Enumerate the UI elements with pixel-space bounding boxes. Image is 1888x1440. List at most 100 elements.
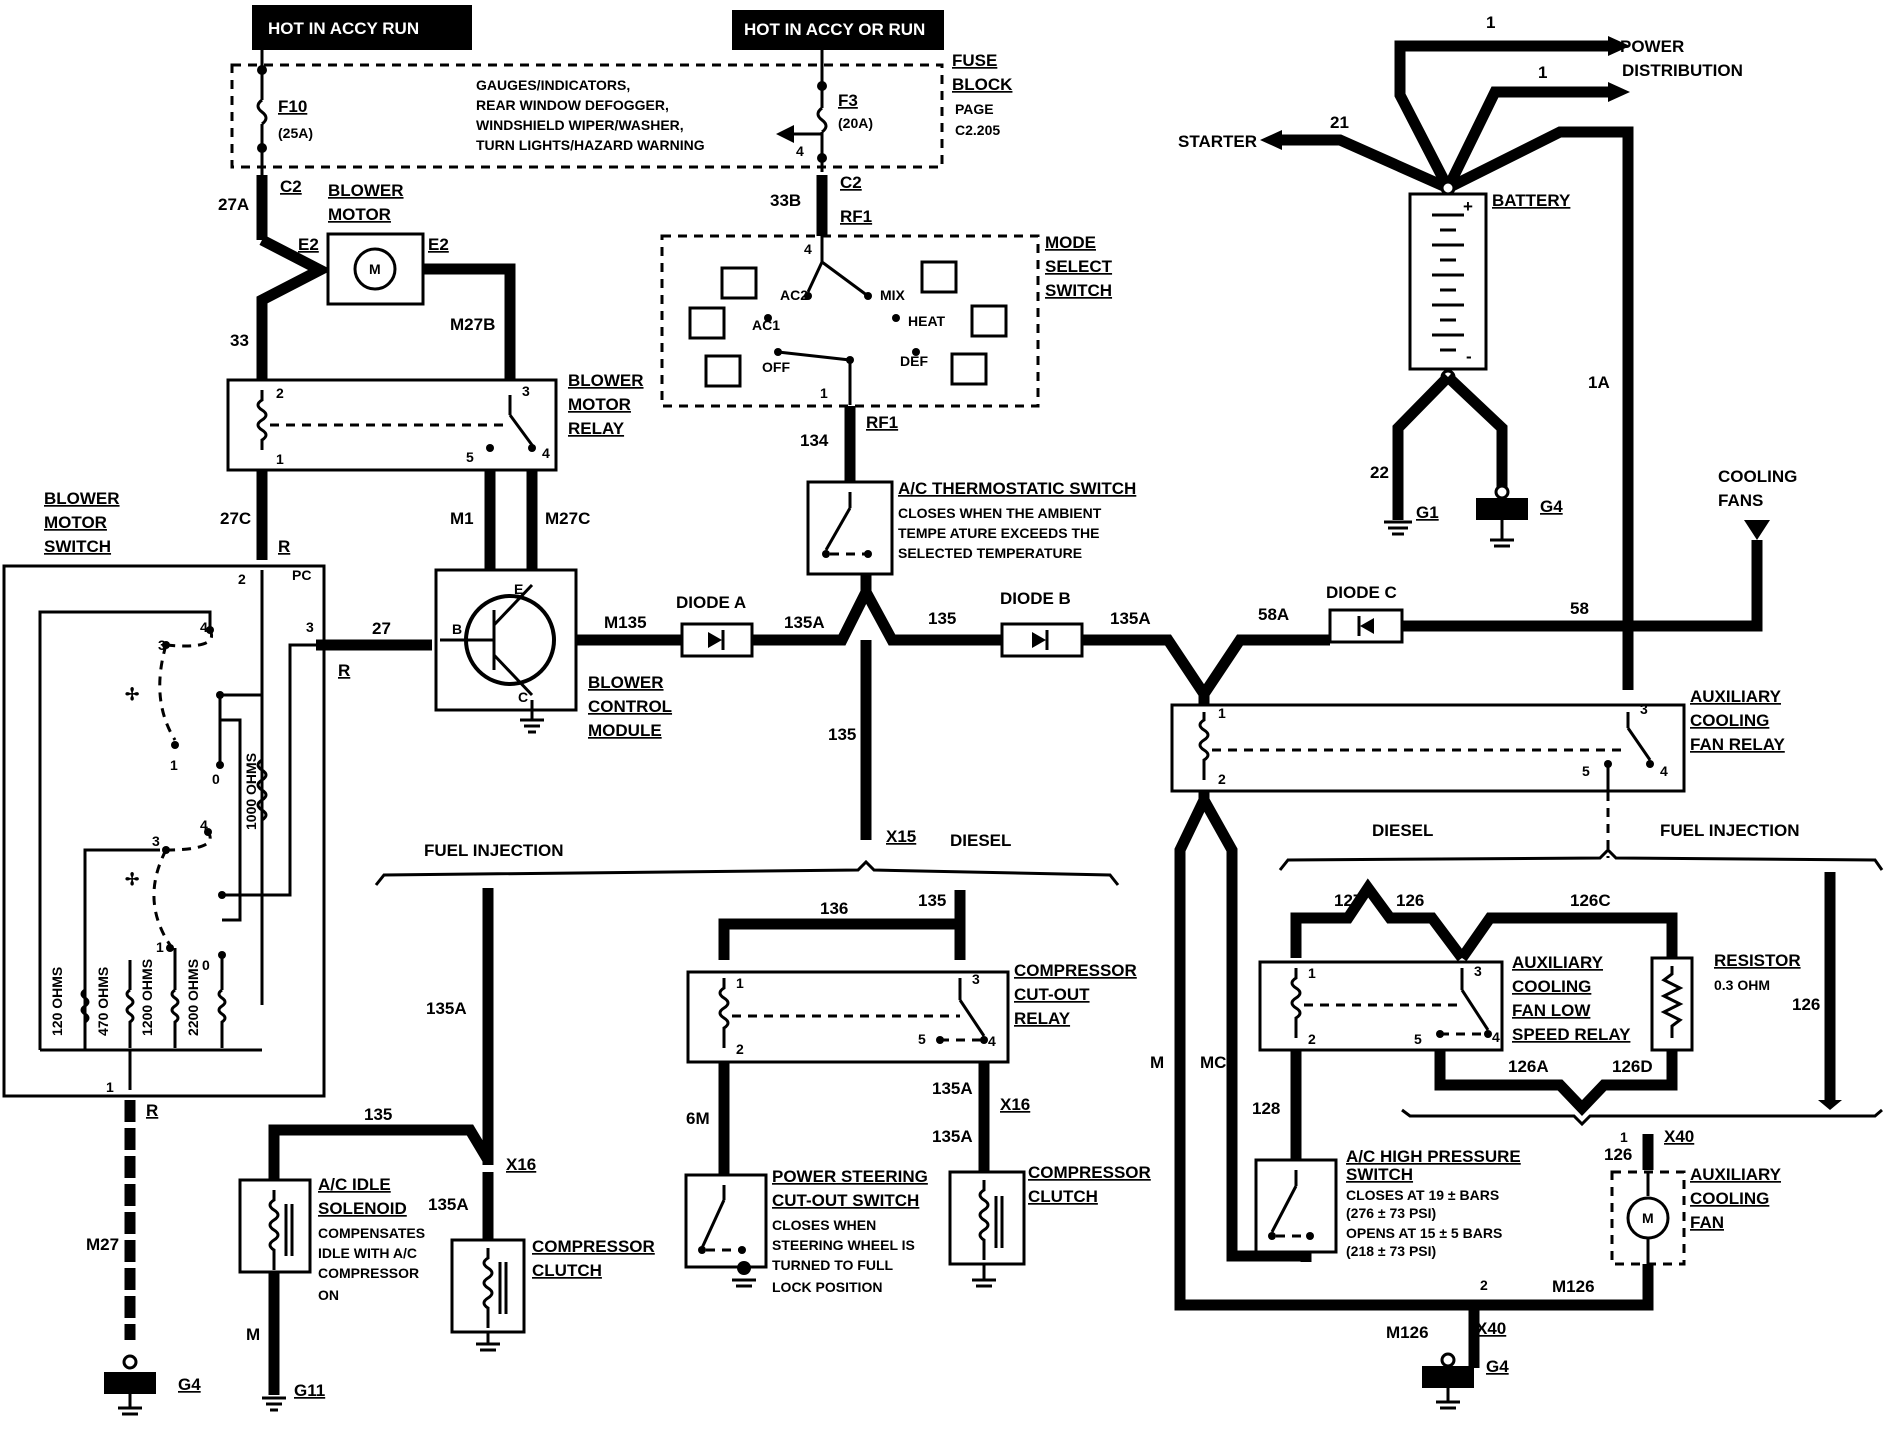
- wire-126c-label: 126C: [1570, 891, 1611, 910]
- fuse-block-page-2: C2.205: [955, 122, 1000, 138]
- diode-b-label: DIODE B: [1000, 589, 1071, 608]
- diode-c-label: DIODE C: [1326, 583, 1397, 602]
- fuse-circuit-1: GAUGES/INDICATORS,: [476, 77, 630, 93]
- ground-g4-right: [1422, 1366, 1474, 1388]
- ground-g1: [1384, 520, 1412, 536]
- wire-134-label: 134: [800, 431, 829, 450]
- blower-motor-m: M: [369, 261, 381, 277]
- resistor-470-ohms: 470 OHMS: [95, 967, 111, 1036]
- wire-135a-5-label: 135A: [426, 999, 467, 1018]
- blower-switch-label-3: SWITCH: [44, 537, 111, 556]
- wire-33: [256, 235, 332, 380]
- blower-switch-pin2: 2: [238, 571, 246, 587]
- connector-x16-right: X16: [1000, 1095, 1030, 1114]
- mode-switch-pin1: 1: [820, 385, 828, 401]
- mode-icon-ac-max: [720, 266, 758, 300]
- wire-mc-label: MC: [1200, 1053, 1226, 1072]
- ground-g1-label: G1: [1416, 503, 1439, 522]
- ground-g11-label: G11: [294, 1381, 325, 1400]
- clutch1-label-2: CLUTCH: [532, 1261, 602, 1280]
- module-e: E: [514, 581, 523, 597]
- cutout-relay-label-1: COMPRESSOR: [1014, 961, 1137, 980]
- wire-33b-label: 33B: [770, 191, 801, 210]
- blower-relay-pin4: 4: [542, 445, 550, 461]
- wire-135a-1-label: 135A: [784, 613, 825, 632]
- wire-m1-label: M1: [450, 509, 474, 528]
- fuse-circuit-4: TURN LIGHTS/HAZARD WARNING: [476, 137, 705, 153]
- blower-switch-pc: PC: [292, 567, 311, 583]
- wire-58: [1402, 540, 1763, 632]
- fuse-f10-rating: (25A): [278, 125, 313, 141]
- connector-c2-right: C2: [840, 173, 862, 192]
- cutout-relay-pin5: 5: [918, 1031, 926, 1047]
- blower-switch-s1b: 1: [156, 939, 164, 955]
- header-hot-accy-or-run-text: HOT IN ACCY OR RUN: [744, 20, 925, 39]
- aux-cooling-fan-relay: [1170, 703, 1686, 793]
- wire-126-c-label: 126: [1604, 1145, 1632, 1164]
- wire-135a-6-label: 135A: [428, 1195, 469, 1214]
- section-diesel-2: DIESEL: [1372, 821, 1433, 840]
- wire-m126-b-label: M126: [1386, 1323, 1429, 1342]
- mode-def: DEF: [900, 353, 928, 369]
- wire-126a-126d: [1434, 1050, 1678, 1116]
- compressor-clutch-right: [948, 1170, 1026, 1266]
- section-fuel-injection-1: FUEL INJECTION: [424, 841, 563, 860]
- low-relay-label-3: FAN LOW: [1512, 1001, 1591, 1020]
- mode-switch-pin4: 4: [804, 241, 812, 257]
- cutout-relay-label-3: RELAY: [1014, 1009, 1071, 1028]
- clutch2-label-1: COMPRESSOR: [1028, 1163, 1151, 1182]
- thermo-desc-3: SELECTED TEMPERATURE: [898, 545, 1082, 561]
- blower-motor-e2-right: E2: [428, 235, 449, 254]
- aux-fan-label-3: FAN: [1690, 1213, 1724, 1232]
- wire-m126-a-label: M126: [1552, 1277, 1595, 1296]
- mode-icon-vent: [704, 354, 742, 388]
- mode-icon-ac: [688, 306, 726, 340]
- ps-switch-label-1: POWER STEERING: [772, 1167, 928, 1186]
- header-hot-accy-run-text: HOT IN ACCY RUN: [268, 19, 419, 38]
- ground-g4-battery: [1476, 498, 1528, 520]
- clutch1-label-1: COMPRESSOR: [532, 1237, 655, 1256]
- wire-58a-label: 58A: [1258, 605, 1289, 624]
- low-relay-pin3: 3: [1474, 963, 1482, 979]
- blower-relay-pin5: 5: [466, 449, 474, 465]
- fuse-circuit-2: REAR WINDOW DEFOGGER,: [476, 97, 669, 113]
- aux-relay-pin2: 2: [1218, 771, 1226, 787]
- aux-relay-pin5: 5: [1582, 763, 1590, 779]
- blower-switch-s4a: 4: [200, 619, 208, 635]
- fuse-f3-rating: (20A): [838, 115, 873, 131]
- blower-switch-s3b: 3: [152, 833, 160, 849]
- cutout-relay-label-2: CUT-OUT: [1014, 985, 1090, 1004]
- wire-127-126: [1290, 878, 1467, 962]
- wire-1a-label: 1A: [1588, 373, 1610, 392]
- diode-a-label: DIODE A: [676, 593, 746, 612]
- battery-label: BATTERY: [1492, 191, 1571, 210]
- ps-switch-desc-3: TURNED TO FULL: [772, 1257, 894, 1273]
- low-relay-pin2: 2: [1308, 1031, 1316, 1047]
- wire-m-label: M: [246, 1325, 260, 1344]
- aux-fan-m: M: [1642, 1210, 1654, 1226]
- wire-128-label: 128: [1252, 1099, 1280, 1118]
- resistor-1000-ohms: 1000 OHMS: [243, 753, 259, 830]
- mode-icon-mix: [920, 260, 958, 294]
- cutout-relay-pin1: 1: [736, 975, 744, 991]
- module-label-3: MODULE: [588, 721, 662, 740]
- fuse-f3-label: F3: [838, 91, 858, 110]
- connector-r-top: R: [278, 537, 290, 556]
- connector-x40-bottom: X40: [1476, 1319, 1506, 1338]
- thermo-title: A/C THERMOSTATIC SWITCH: [898, 479, 1136, 498]
- wire-power-1a: 1: [1486, 13, 1495, 32]
- wire-135a-58a: [1082, 634, 1330, 704]
- blower-switch-resistor-bank: [80, 850, 227, 1048]
- wire-135-d-label: 135: [918, 891, 946, 910]
- thermo-desc-1: CLOSES WHEN THE AMBIENT: [898, 505, 1102, 521]
- hp-switch-label-1: A/C HIGH PRESSURE: [1346, 1147, 1521, 1166]
- idle-solenoid-label-1: A/C IDLE: [318, 1175, 391, 1194]
- aux-relay-label-1: AUXILIARY: [1690, 687, 1782, 706]
- blower-switch-wiper-lower: [152, 828, 226, 959]
- ground-g4-right-label: G4: [1486, 1357, 1509, 1376]
- blower-switch-s0b: 0: [202, 957, 210, 973]
- mode-off: OFF: [762, 359, 790, 375]
- starter-label: STARTER: [1178, 132, 1257, 151]
- mode-icon-defrost: [950, 352, 988, 386]
- mode-mix: MIX: [880, 287, 906, 303]
